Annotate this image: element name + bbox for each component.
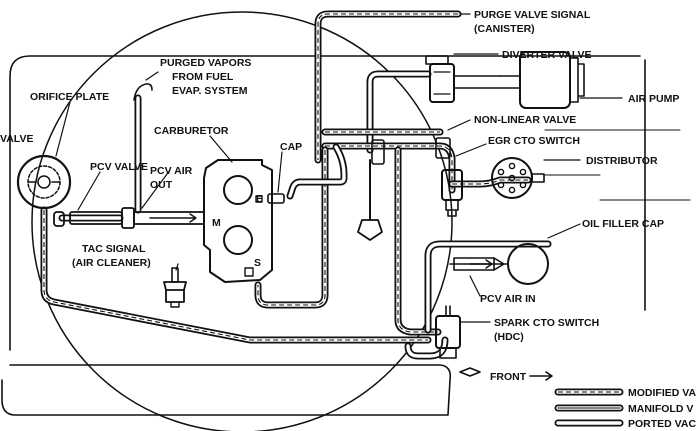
label-diverter-valve: DIVERTER VALVE — [502, 49, 591, 61]
label-valve: VALVE — [0, 133, 33, 145]
egr-cto-switch — [441, 169, 463, 217]
purged-vapors-hook — [133, 83, 153, 101]
labels: PURGE VALVE SIGNAL (CANISTER) DIVERTER V… — [0, 9, 696, 430]
label-cap: CAP — [280, 141, 302, 153]
label-hdc: (HDC) — [494, 331, 524, 343]
oil-filler-cap — [449, 243, 549, 285]
legend-manifold: MANIFOLD V — [628, 403, 693, 415]
label-spark-cto-switch: SPARK CTO SWITCH — [494, 317, 599, 329]
label-air-pump: AIR PUMP — [628, 93, 679, 105]
label-purge-valve-signal: PURGE VALVE SIGNAL — [474, 9, 591, 21]
air-pump — [499, 51, 585, 109]
legend-swatches — [554, 388, 624, 427]
label-purged-vapors-2: FROM FUEL — [172, 71, 234, 83]
carb-s-hose — [254, 146, 329, 309]
engine-outline-detail — [544, 129, 691, 201]
distributor — [491, 157, 545, 199]
hoses — [40, 10, 552, 360]
spark-cto-switch — [435, 305, 461, 359]
label-pcv-air-in: PCV AIR IN — [480, 293, 536, 305]
label-pcv-valve: PCV VALVE — [90, 161, 148, 173]
label-purged-vapors-1: PURGED VAPORS — [160, 57, 251, 69]
orifice-valve — [16, 154, 72, 227]
label-egr-cto-switch: EGR CTO SWITCH — [488, 135, 580, 147]
label-carburetor: CARBURETOR — [154, 125, 229, 137]
legend-modified: MODIFIED VA — [628, 387, 696, 399]
detail-circle — [31, 11, 453, 431]
cap-fitting — [267, 193, 285, 204]
label-canister: (CANISTER) — [474, 23, 535, 35]
cto-link-hose — [394, 146, 442, 336]
label-front: FRONT — [490, 371, 527, 383]
tac-signal-fitting — [163, 267, 187, 308]
label-orifice-plate: ORIFICE PLATE — [30, 91, 109, 103]
engine-outline — [1, 55, 646, 416]
manifold-hose — [40, 206, 432, 344]
label-port-e: E — [256, 193, 263, 205]
label-pcv-air-out-2: OUT — [150, 179, 173, 191]
label-distributor: DISTRIBUTOR — [586, 155, 658, 167]
label-tac-signal-1: TAC SIGNAL — [82, 243, 146, 255]
front-arrow-icon — [459, 367, 553, 381]
label-non-linear-valve: NON-LINEAR VALVE — [474, 114, 576, 126]
legend-ported: PORTED VAC — [628, 418, 696, 430]
non-linear-valve — [371, 137, 451, 165]
hanging-sensor — [357, 159, 383, 241]
label-oil-filler-cap: OIL FILLER CAP — [582, 218, 664, 230]
diverter-hose — [366, 70, 432, 154]
diverter-valve — [425, 55, 501, 103]
pcv-air-out-tube — [133, 211, 205, 225]
label-port-s: S — [254, 257, 261, 269]
label-port-m: M — [212, 217, 221, 229]
label-pcv-air-out-1: PCV AIR — [150, 165, 193, 177]
label-purged-vapors-3: EVAP. SYSTEM — [172, 85, 248, 97]
label-tac-signal-2: (AIR CLEANER) — [72, 257, 151, 269]
pcv-valve — [69, 207, 135, 229]
carburetor — [203, 159, 273, 283]
leader-lines — [55, 13, 623, 323]
